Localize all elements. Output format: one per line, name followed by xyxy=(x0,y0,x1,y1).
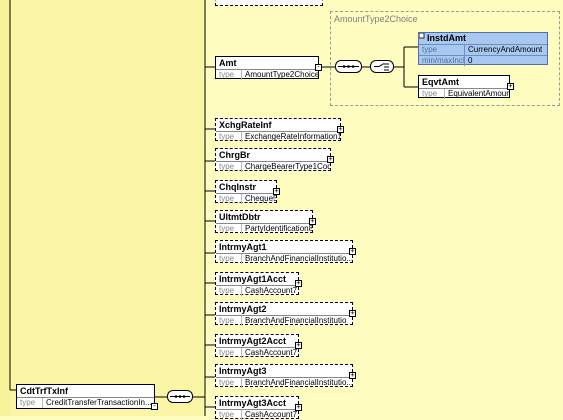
element-type: BranchAndFinancialInstitutio... xyxy=(245,254,352,263)
type-key-label: type xyxy=(216,132,242,142)
element-eqvt-amt-type: EquivalentAmount xyxy=(448,89,509,98)
element-amt-name: Amt xyxy=(216,57,318,70)
element-type: ExchangeRateInformation1 xyxy=(245,132,340,141)
type-key-label: type xyxy=(216,348,242,358)
element-name: IntrmyAgt2Acct xyxy=(216,335,298,348)
top-truncated-element[interactable] xyxy=(215,0,323,6)
type-key-label: type xyxy=(216,194,242,204)
root-sequence-dots-icon xyxy=(170,395,190,398)
element-type: Cheque5 xyxy=(245,194,276,203)
root-expand-icon[interactable]: - xyxy=(151,402,158,410)
element-cdt-trf-tx-inf-type: CreditTransferTransactionIn... xyxy=(46,398,152,407)
element-name: IntrmyAgt2 xyxy=(216,303,352,316)
element-type: PartyIdentification8 xyxy=(245,224,312,233)
attribute-marker-icon xyxy=(419,33,425,39)
element-name: XchgRateInf xyxy=(216,119,340,132)
element-name: IntrmyAgt1Acct xyxy=(216,273,298,286)
background-band xyxy=(0,0,205,416)
type-key-label: type xyxy=(216,162,242,172)
expand-icon[interactable]: + xyxy=(295,279,302,287)
choice-switch-icon xyxy=(374,63,389,71)
element-name: IntrmyAgt1 xyxy=(216,241,352,254)
element-type: CashAccount7 xyxy=(245,348,298,357)
amt-expand-icon[interactable]: - xyxy=(315,63,322,71)
element-type: BranchAndFinancialInstitutio... xyxy=(245,378,352,387)
type-key-label: type xyxy=(216,254,242,264)
element-instd-amt-type: CurrencyAndAmount xyxy=(468,45,543,54)
element-name: UltmtDbtr xyxy=(216,211,312,224)
element-instd-amt-minmax: 0 xyxy=(468,56,473,65)
expand-icon[interactable]: + xyxy=(349,371,356,379)
element-name: IntrmyAgt3 xyxy=(216,365,352,378)
choice-group-title: AmountType2Choice xyxy=(334,14,418,24)
element-type: CashAccount7 xyxy=(245,410,298,419)
expand-icon[interactable]: + xyxy=(349,309,356,317)
type-key-label: type xyxy=(216,316,242,326)
eqvt-amt-expand-icon[interactable]: + xyxy=(507,82,514,90)
background-band-left xyxy=(0,0,10,416)
element-instd-amt-name: InstdAmt xyxy=(419,33,547,45)
expand-icon[interactable]: + xyxy=(309,217,316,225)
expand-icon[interactable]: + xyxy=(327,155,334,163)
expand-icon[interactable]: + xyxy=(295,341,302,349)
sequence-dots-icon xyxy=(338,65,359,68)
element-type: CashAccount7 xyxy=(245,286,298,295)
type-key-label: type xyxy=(216,378,242,388)
expand-icon[interactable]: + xyxy=(295,403,302,411)
element-type: BranchAndFinancialInstitutio xyxy=(245,316,347,325)
element-name: IntrmyAgt3Acct xyxy=(216,397,298,410)
amount-type-choice-group xyxy=(330,11,560,106)
type-key-label: type xyxy=(216,224,242,234)
element-eqvt-amt-name: EqvtAmt xyxy=(419,76,509,89)
expand-icon[interactable]: + xyxy=(337,125,344,133)
element-name: ChqInstr xyxy=(216,181,276,194)
element-amt-type: AmountType2Choice xyxy=(245,70,318,79)
element-type: ChargeBearerType1Code xyxy=(245,162,330,171)
expand-icon[interactable]: + xyxy=(273,187,280,195)
element-name: ChrgBr xyxy=(216,149,330,162)
type-key-label: type xyxy=(216,286,242,296)
expand-icon[interactable]: + xyxy=(349,247,356,255)
type-key-label: type xyxy=(216,410,242,420)
element-cdt-trf-tx-inf-name: CdtTrfTxInf xyxy=(17,385,154,398)
